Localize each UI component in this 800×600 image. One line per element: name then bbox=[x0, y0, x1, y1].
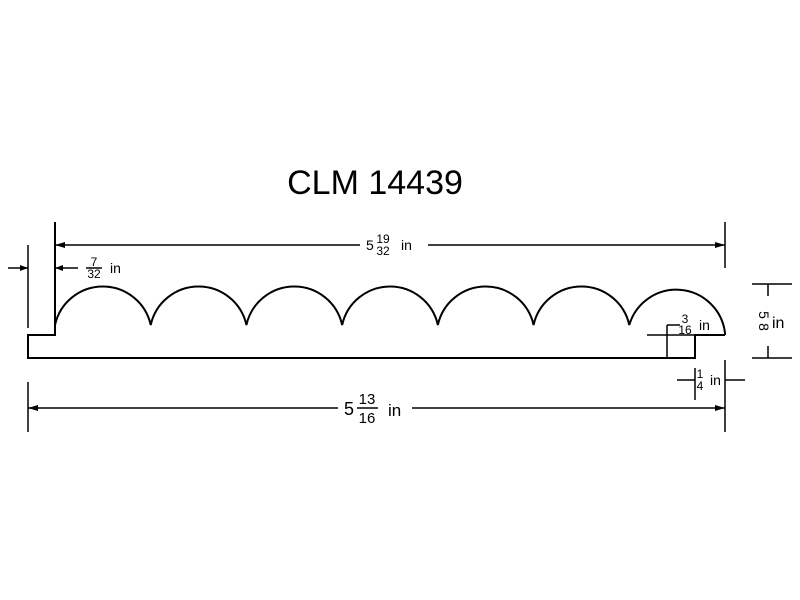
svg-text:16: 16 bbox=[678, 323, 692, 337]
svg-text:32: 32 bbox=[87, 267, 101, 281]
svg-text:in: in bbox=[710, 372, 721, 388]
scallop-arcs bbox=[54, 285, 726, 335]
svg-text:in: in bbox=[388, 401, 401, 420]
svg-text:3: 3 bbox=[682, 312, 689, 326]
svg-text:in: in bbox=[110, 260, 121, 276]
svg-text:8: 8 bbox=[756, 323, 772, 331]
svg-text:in: in bbox=[401, 237, 412, 253]
svg-text:4: 4 bbox=[697, 379, 704, 393]
svg-text:32: 32 bbox=[376, 244, 390, 258]
height-dimension: 5 8 in bbox=[752, 283, 792, 359]
svg-text:5: 5 bbox=[756, 311, 772, 319]
svg-text:in: in bbox=[699, 317, 710, 333]
left-lip-dimension: 7 32 in bbox=[8, 245, 121, 328]
drawing-title: CLM 14439 bbox=[287, 164, 463, 202]
tongue-dimension: 1 4 in bbox=[677, 367, 745, 400]
svg-text:5: 5 bbox=[344, 399, 354, 419]
overall-width-dimension: 5 13 16 in bbox=[27, 360, 726, 432]
notch-depth-dimension: 3 16 in bbox=[647, 312, 710, 358]
svg-text:19: 19 bbox=[376, 232, 390, 246]
svg-text:16: 16 bbox=[359, 410, 376, 427]
svg-text:13: 13 bbox=[359, 391, 376, 408]
svg-text:in: in bbox=[772, 315, 784, 332]
top-width-dimension: 5 19 32 in bbox=[55, 222, 726, 268]
svg-text:1: 1 bbox=[697, 367, 704, 381]
svg-text:7: 7 bbox=[91, 255, 98, 269]
svg-text:5: 5 bbox=[366, 237, 374, 253]
